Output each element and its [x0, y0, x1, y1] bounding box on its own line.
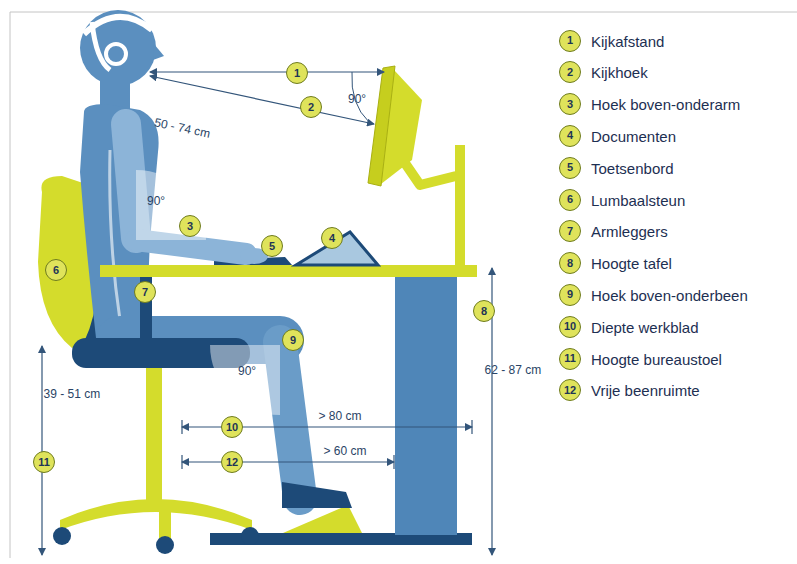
callout-number: 1 [567, 35, 573, 46]
desk-pedestal [395, 277, 457, 535]
callout-number: 11 [38, 457, 50, 468]
callout-number: 9 [567, 289, 573, 300]
person-forearm [136, 240, 246, 254]
callout-circle: 10 [221, 416, 243, 438]
callout-number: 2 [308, 102, 314, 113]
monitor-pole [455, 145, 465, 265]
legend-label: Kijkafstand [591, 32, 664, 49]
callout-circle: 4 [321, 227, 343, 249]
callout-number: 4 [329, 233, 335, 244]
dimension-label: 90° [238, 364, 256, 378]
legend-item: 10Diepte werkblad [559, 316, 581, 338]
person-shin [280, 342, 300, 498]
dimension-label: 50 - 74 cm [153, 115, 211, 140]
dimension-label: 39 - 51 cm [44, 387, 101, 401]
viewing-distance-line [150, 71, 384, 72]
callout-number: 10 [226, 422, 238, 433]
callout-number: 11 [564, 353, 576, 364]
legend-label: Kijkhoek [591, 64, 648, 81]
callout-circle: 8 [473, 300, 495, 322]
callout-circle: 9 [282, 329, 304, 351]
chair-column [146, 366, 162, 506]
legend-item: 9Hoek boven-onderbeen [559, 284, 581, 306]
callout-number: 3 [187, 221, 193, 232]
callout-circle: 3 [179, 215, 201, 237]
legend-item: 2Kijkhoek [559, 61, 581, 83]
dimension-label: 90° [147, 194, 165, 208]
callout-number: 5 [567, 162, 573, 173]
dimension-tick [181, 420, 182, 434]
viewing-angle-line [150, 76, 374, 124]
frame-line [10, 12, 797, 558]
person-nose [153, 44, 164, 60]
callout-number: 10 [564, 321, 576, 332]
dimension-label: 90° [348, 92, 366, 106]
legend-item: 5Toetsenbord [559, 157, 581, 179]
dimension-tick [471, 420, 472, 434]
callout-circle: 11 [33, 451, 55, 473]
callout-number: 5 [269, 241, 275, 252]
callout-number: 12 [226, 457, 238, 468]
chair-wheel [53, 527, 71, 545]
callout-number: 9 [290, 335, 296, 346]
legend-item: 11Hoogte bureaustoel [559, 348, 581, 370]
dimension-label: > 80 cm [319, 409, 362, 423]
person-upper-arm [126, 124, 136, 238]
legend-label: Vrije beenruimte [591, 382, 700, 399]
callout-circle: 5 [261, 235, 283, 257]
legend-item: 7Armleggers [559, 220, 581, 242]
legend-label: Documenten [591, 127, 676, 144]
person-shoe [282, 482, 352, 508]
knee-angle-wedge [210, 345, 280, 415]
legend-item: 6Lumbaalsteun [559, 189, 581, 211]
callout-number: 3 [567, 99, 573, 110]
callout-number: 4 [567, 130, 573, 141]
callout-number: 6 [53, 265, 59, 276]
dimension-tick [393, 455, 394, 469]
chair-wheel [156, 536, 174, 554]
callout-number: 8 [567, 258, 573, 269]
legend-item: 4Documenten [559, 125, 581, 147]
callout-number: 2 [567, 67, 573, 78]
callout-number: 7 [567, 226, 573, 237]
callout-circle: 6 [45, 259, 67, 281]
person-ear [106, 44, 126, 64]
legend-label: Diepte werkblad [591, 318, 699, 335]
callout-circle: 1 [286, 62, 308, 84]
legend-item: 8Hoogte tafel [559, 252, 581, 274]
legend-item: 3Hoek boven-onderarm [559, 93, 581, 115]
callout-number: 12 [564, 385, 576, 396]
desk-top [182, 265, 477, 277]
legend-label: Hoek boven-onderarm [591, 96, 740, 113]
dimension-tick [181, 455, 182, 469]
legend-label: Hoogte tafel [591, 255, 672, 272]
person-head [80, 10, 156, 86]
legend-label: Hoek boven-onderbeen [591, 286, 748, 303]
chair-wheel [241, 527, 259, 545]
callout-circle: 2 [300, 96, 322, 118]
callout-circle: 7 [134, 281, 156, 303]
legend-label: Lumbaalsteun [591, 191, 685, 208]
legend-label: Toetsenbord [591, 159, 674, 176]
monitor-screen [368, 66, 395, 186]
dimension-label: 62 - 87 cm [485, 363, 542, 377]
legend-item: 12Vrije beenruimte [559, 379, 581, 401]
callout-number: 7 [142, 287, 148, 298]
dimension-label: > 60 cm [324, 444, 367, 458]
legend-item: 1Kijkafstand [559, 30, 581, 52]
chair-armrest [100, 265, 185, 277]
legroom-dimension [182, 461, 394, 462]
legend-label: Armleggers [591, 223, 668, 240]
elbow-angle-wedge [136, 170, 206, 240]
callout-number: 6 [567, 194, 573, 205]
legend-label: Hoogte bureaustoel [591, 350, 722, 367]
callout-number: 8 [481, 306, 487, 317]
callout-number: 1 [294, 68, 300, 79]
callout-circle: 12 [221, 451, 243, 473]
